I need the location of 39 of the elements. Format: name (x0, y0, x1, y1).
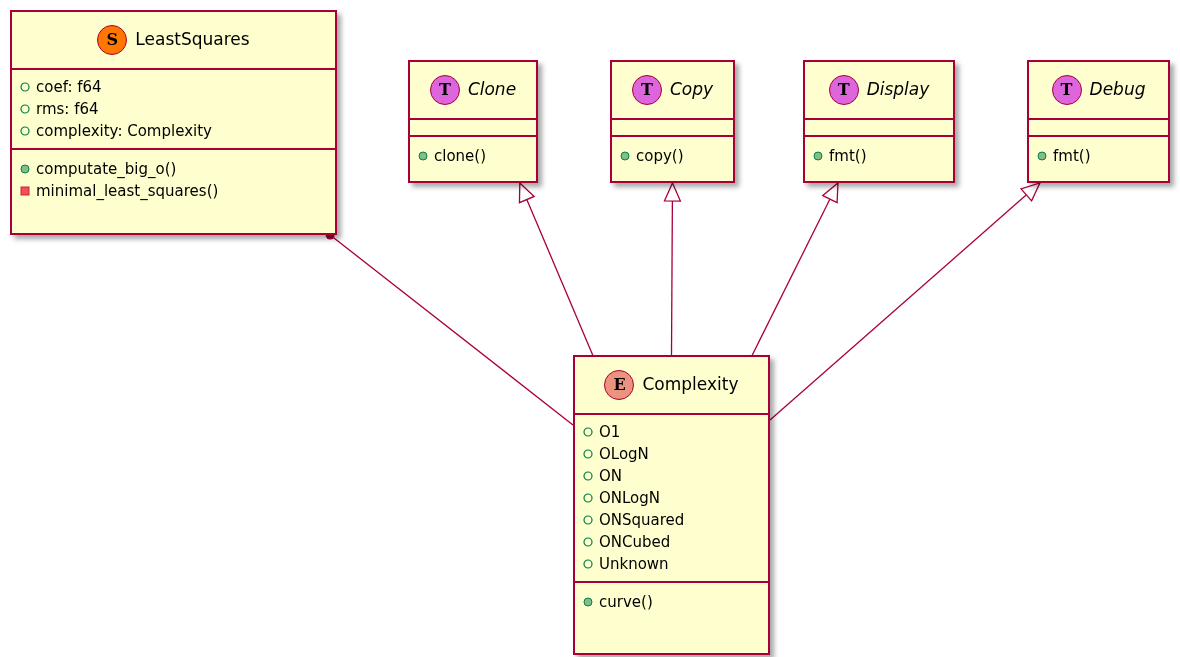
member-text: rms: f64 (36, 98, 99, 120)
inheritance-arrow (518, 182, 594, 356)
member-text: fmt() (829, 145, 867, 167)
class-box (803, 60, 955, 183)
class-box (408, 60, 538, 183)
class-name: Debug (1089, 78, 1146, 102)
class-type-badge: E (604, 370, 635, 400)
member-text: minimal_least_squares() (36, 180, 219, 202)
class-box (1027, 60, 1170, 183)
member-text: OLogN (599, 443, 649, 465)
member-text: ONCubed (599, 531, 671, 553)
member-text: clone() (434, 145, 487, 167)
class-box (610, 60, 735, 183)
member-text: coef: f64 (36, 76, 102, 98)
class-name: Display (866, 78, 930, 102)
class-type-badge: T (828, 75, 859, 105)
member-text: copy() (636, 145, 684, 167)
inheritance-arrow (751, 182, 839, 356)
member-text: curve() (599, 591, 653, 613)
class-box (10, 10, 337, 235)
member-text: computate_big_o() (36, 158, 177, 180)
class-type-badge: T (429, 75, 460, 105)
member-text: Unknown (599, 553, 669, 575)
member-text: O1 (599, 421, 621, 443)
class-name: Copy (669, 78, 714, 102)
class-name: LeastSquares (135, 28, 250, 52)
member-text: ONLogN (599, 487, 661, 509)
class-name: Complexity (642, 373, 739, 397)
class-box (573, 355, 770, 655)
class-type-badge: S (97, 25, 128, 55)
member-text: complexity: Complexity (36, 120, 212, 142)
inheritance-arrow (769, 182, 1041, 421)
member-text: ON (599, 465, 623, 487)
class-type-badge: T (1051, 75, 1082, 105)
member-text: fmt() (1053, 145, 1091, 167)
member-text: ONSquared (599, 509, 685, 531)
class-name: Clone (467, 78, 517, 102)
class-type-badge: T (631, 75, 662, 105)
inheritance-arrow (663, 182, 682, 356)
